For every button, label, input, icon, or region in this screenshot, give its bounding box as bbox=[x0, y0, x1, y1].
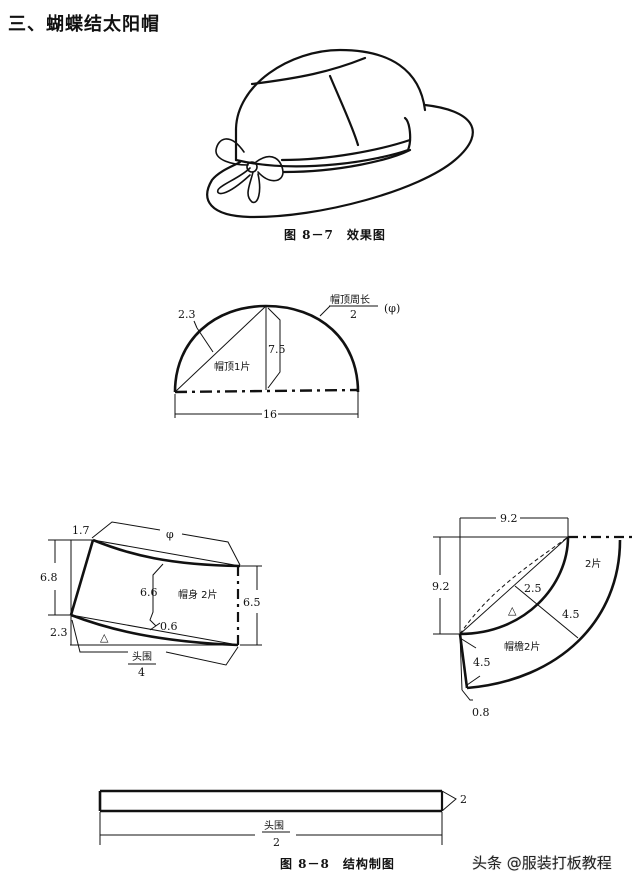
watermark: 头条 @服装打板教程 bbox=[472, 854, 612, 872]
body-head-denominator: 4 bbox=[138, 666, 145, 679]
page-title: 三、蝴蝶结太阳帽 bbox=[8, 14, 160, 35]
band-dim-end: 2 bbox=[460, 793, 467, 806]
crown-label: 帽顶1片 bbox=[214, 360, 250, 373]
body-dim-0-6: 0.6 bbox=[160, 620, 178, 633]
body-dim-6-5: 6.5 bbox=[243, 596, 261, 609]
brim-triangle-mark: △ bbox=[508, 604, 517, 617]
body-dim-1-7: 1.7 bbox=[72, 524, 90, 537]
body-dim-6-6: 6.6 bbox=[140, 586, 158, 599]
crown-phi-note: (φ) bbox=[384, 302, 400, 315]
brim-dim-width: 9.2 bbox=[500, 512, 518, 525]
body-dim-6-8: 6.8 bbox=[40, 571, 58, 584]
body-head-numerator: 头围 bbox=[132, 651, 152, 663]
crown-perimeter-denominator: 2 bbox=[350, 308, 357, 321]
figure-8-7-caption: 图 8－7 效果图 bbox=[284, 228, 386, 242]
brim-dim-0-8: 0.8 bbox=[472, 706, 490, 719]
crown-perimeter-numerator: 帽顶周长 bbox=[330, 293, 370, 306]
crown-dim-7-5: 7.5 bbox=[268, 343, 286, 356]
brim-label: 帽檐2片 bbox=[504, 640, 540, 653]
brim-dim-height: 9.2 bbox=[432, 580, 450, 593]
body-label: 帽身 2片 bbox=[178, 588, 218, 601]
brim-dim-4-5-left: 4.5 bbox=[473, 656, 491, 669]
figure-8-8-caption: 图 8－8 结构制图 bbox=[280, 857, 395, 871]
hat-illustration bbox=[206, 48, 474, 219]
brim-piece-label: 2片 bbox=[585, 557, 601, 570]
band-head-numerator: 头围 bbox=[264, 820, 284, 832]
brim-dim-2-5: 2.5 bbox=[524, 582, 542, 595]
brim-dim-4-5: 4.5 bbox=[562, 608, 580, 621]
body-triangle-mark: △ bbox=[100, 631, 109, 644]
crown-dim-16: 16 bbox=[263, 408, 277, 421]
body-dim-2-3: 2.3 bbox=[50, 626, 68, 639]
crown-dim-2-3: 2.3 bbox=[178, 308, 196, 321]
band-head-denominator: 2 bbox=[273, 836, 280, 849]
body-dim-phi: φ bbox=[166, 528, 174, 541]
